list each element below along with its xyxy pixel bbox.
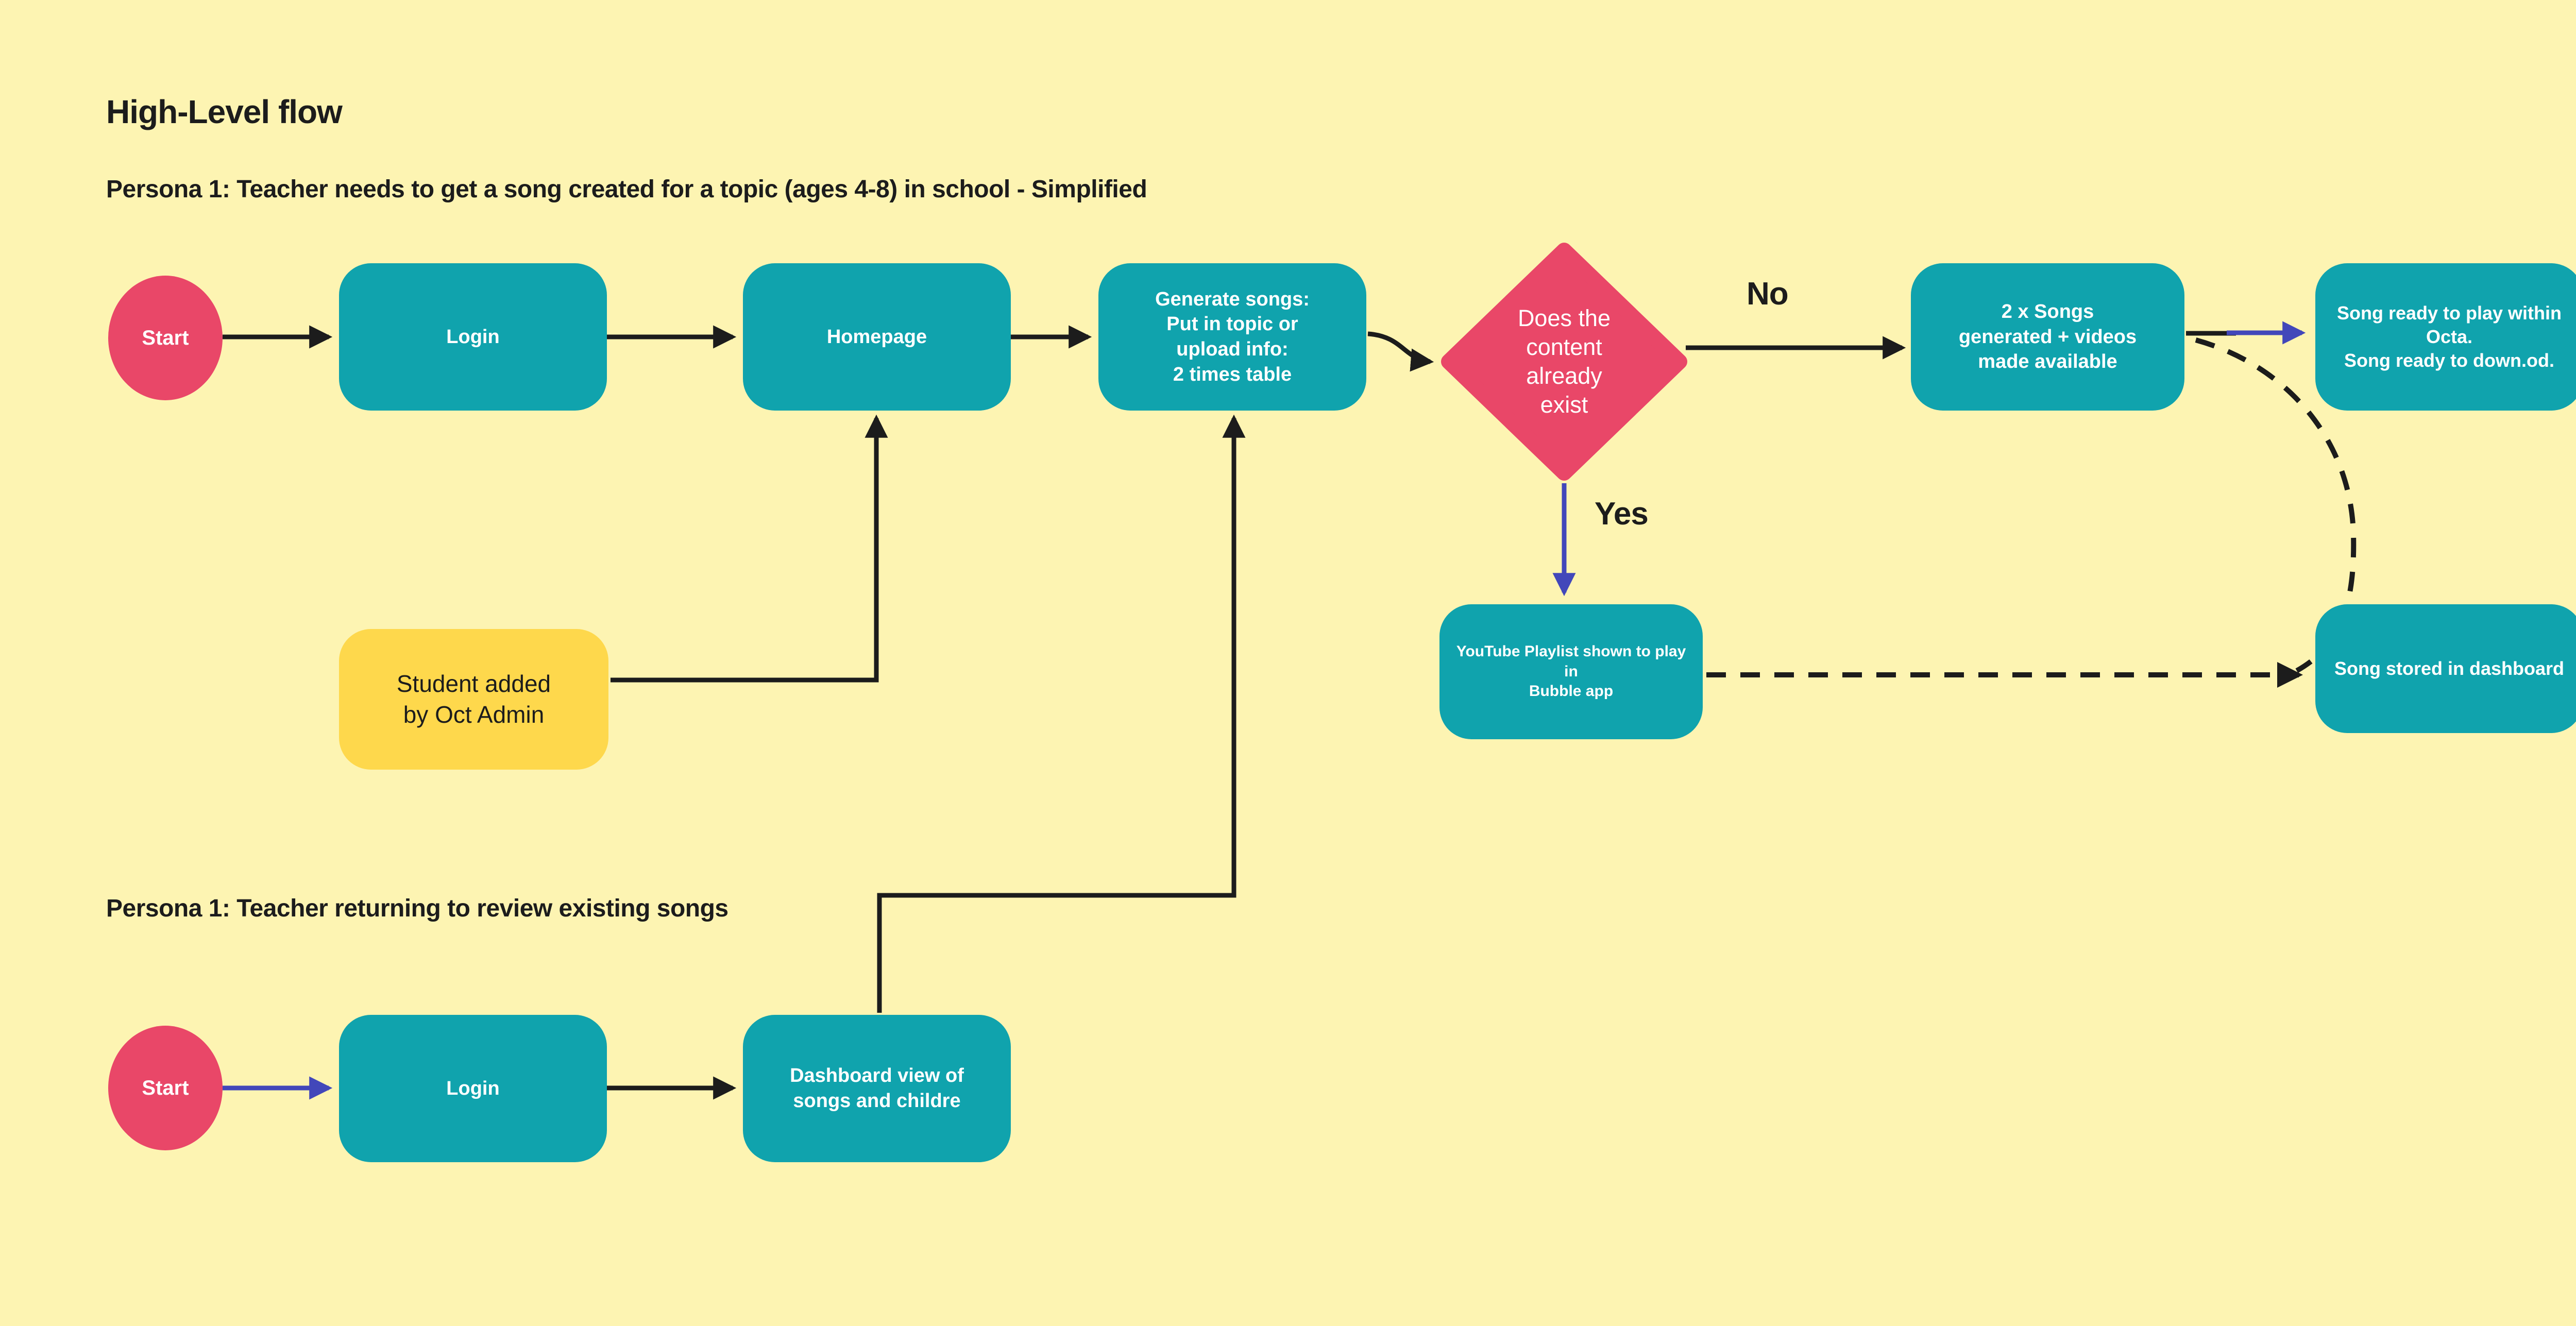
node-student-added-label: Student added by Oct Admin — [396, 670, 551, 728]
edge-dashboard-generate — [877, 414, 1246, 1013]
decision-diamond-shape — [1441, 243, 1687, 481]
edge-generate-decision — [1367, 331, 1434, 372]
node-decision-label: Does the content already exist — [1517, 304, 1611, 418]
node-generate-songs[interactable]: Generate songs: Put in topic or upload i… — [1098, 263, 1366, 411]
node-decision-content-exists[interactable]: Does the content already exist — [1440, 242, 1688, 481]
section-label-simplified: Persona 1: Teacher needs to get a song c… — [106, 176, 1147, 203]
node-homepage-label: Homepage — [826, 326, 927, 348]
node-student-added[interactable]: Student added by Oct Admin — [339, 629, 608, 770]
node-dashboard-view-label: Dashboard view of songs and childre — [790, 1065, 964, 1112]
edge-student-homepage — [611, 414, 888, 683]
edge-label-yes: Yes — [1595, 496, 1649, 532]
node-song-stored-label: Song stored in dashboard — [2334, 657, 2565, 679]
node-homepage[interactable]: Homepage — [743, 263, 1011, 411]
node-start-1-label: Start — [142, 326, 189, 349]
edge-label-no: No — [1747, 276, 1789, 312]
node-youtube-playlist[interactable]: YouTube Playlist shown to play in Bubble… — [1439, 604, 1703, 739]
node-song-ready[interactable]: Song ready to play within Octa. Song rea… — [2315, 263, 2576, 411]
node-start-1[interactable]: Start — [108, 276, 223, 400]
node-start-2[interactable]: Start — [108, 1026, 223, 1150]
node-login-1-label: Login — [446, 326, 500, 348]
node-songs-generated-label: 2 x Songs generated + videos made availa… — [1958, 301, 2137, 373]
node-song-stored[interactable]: Song stored in dashboard — [2315, 604, 2576, 733]
node-generate-songs-label: Generate songs: Put in topic or upload i… — [1155, 288, 1310, 385]
node-login-1[interactable]: Login — [339, 263, 607, 411]
node-songs-generated[interactable]: 2 x Songs generated + videos made availa… — [1911, 263, 2184, 411]
node-song-ready-label: Song ready to play within Octa. Song rea… — [2336, 302, 2562, 371]
node-dashboard-view[interactable]: Dashboard view of songs and childre — [743, 1015, 1011, 1162]
node-login-2[interactable]: Login — [339, 1015, 607, 1162]
node-start-2-label: Start — [142, 1076, 189, 1099]
node-login-2-label: Login — [446, 1077, 500, 1099]
node-youtube-playlist-label: YouTube Playlist shown to play in Bubble… — [1456, 643, 1686, 700]
section-label-returning: Persona 1: Teacher returning to review e… — [106, 895, 728, 922]
page-title: High-Level flow — [106, 93, 343, 130]
